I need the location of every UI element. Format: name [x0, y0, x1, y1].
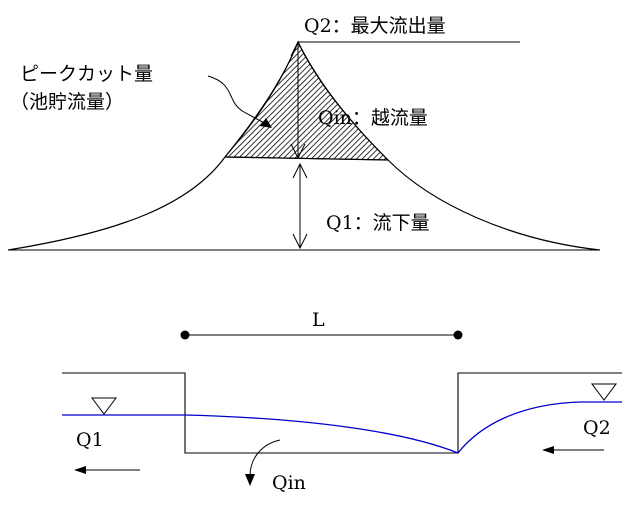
q2-flow-arrowhead [542, 446, 554, 454]
hydrograph: Q2：最大流出量 Qin：越流量 Q1：流下量 ピークカット量 （池貯流量） [7, 15, 601, 251]
peak-cut-area [223, 40, 390, 161]
q2-label: Q2：最大流出量 [304, 15, 446, 37]
water-level-symbol-left [91, 397, 117, 415]
qin-flow-arrowhead [245, 474, 255, 486]
q1-arrow [292, 162, 308, 250]
section-qin-label: Qin [272, 472, 306, 494]
channel-outline [62, 372, 622, 454]
section-q2-label: Q2 [583, 417, 611, 439]
q1-flow-arrowhead [74, 466, 86, 474]
peak-cut-leader-arrowhead [260, 118, 272, 128]
length-label: L [312, 309, 325, 331]
cut-line [224, 156, 389, 161]
q1-label: Q1：流下量 [326, 212, 430, 234]
peak-cut-label-line1: ピークカット量 [20, 63, 153, 85]
length-dimension-right-dot [453, 330, 463, 340]
section-q1-label: Q1 [76, 429, 104, 451]
length-dimension-left-dot [180, 330, 190, 340]
qin-arrow [290, 40, 306, 160]
weir-section: L Q1 Q2 Qin [62, 309, 622, 494]
peak-cut-label-line2: （池貯流量） [10, 91, 124, 113]
water-level-symbol-right [591, 383, 617, 401]
qin-flow-arrow [249, 439, 281, 477]
water-surface [62, 401, 622, 454]
qin-label: Qin：越流量 [318, 107, 428, 129]
peak-cut-leader [207, 75, 267, 125]
